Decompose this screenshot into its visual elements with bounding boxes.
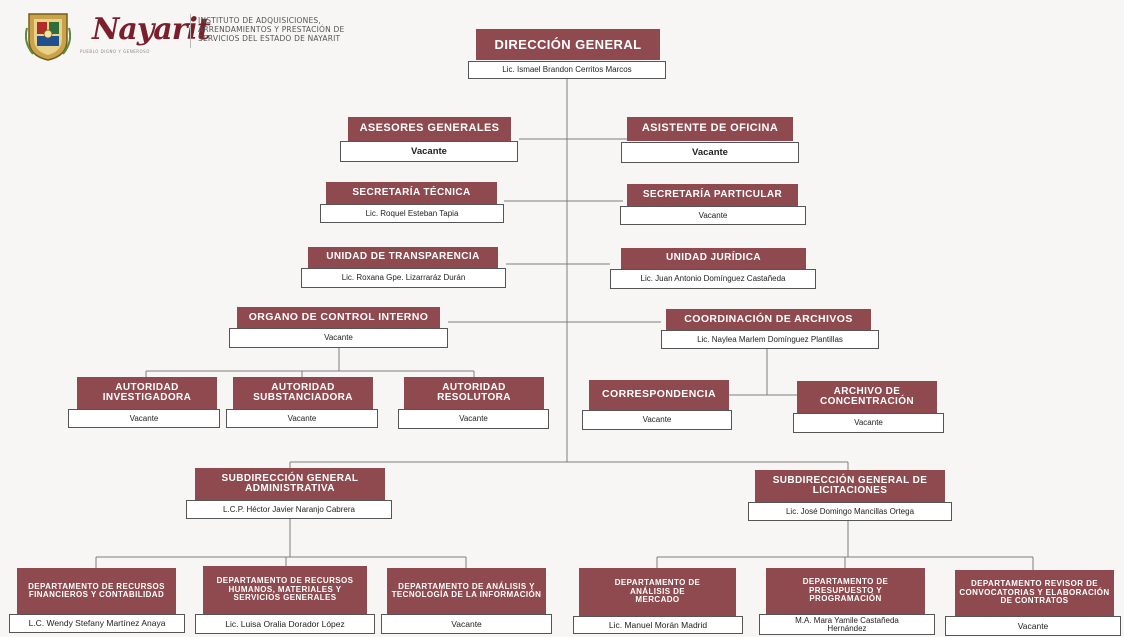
node-title-rec-hum: DEPARTAMENTO DE RECURSOS HUMANOS, MATERI… (203, 566, 367, 614)
node-title-archivos: COORDINACIÓN DE ARCHIVOS (666, 309, 871, 330)
institute-line-2: ARRENDAMIENTOS Y PRESTACIÓN DE (198, 25, 345, 34)
node-title-mercado: DEPARTAMENTO DE ANÁLISIS DE MERCADO (579, 568, 736, 616)
node-title-presupuesto: DEPARTAMENTO DE PRESUPUESTO Y PROGRAMACI… (766, 568, 925, 614)
node-name-concentracion: Vacante (793, 413, 944, 433)
node-title-sub-admin: SUBDIRECCIÓN GENERAL ADMINISTRATIVA (195, 468, 385, 500)
node-name-revisor: Vacante (945, 616, 1121, 636)
node-title-sec-tecnica: SECRETARÍA TÉCNICA (326, 182, 497, 204)
state-crest-icon (24, 8, 72, 62)
node-title-resolutora: AUTORIDAD RESOLUTORA (404, 377, 544, 409)
institute-name: INSTITUTO DE ADQUISICIONES, ARRENDAMIENT… (198, 16, 344, 43)
node-title-investigadora: AUTORIDAD INVESTIGADORA (77, 377, 217, 409)
brand-tagline: PUEBLO DIGNO Y GENEROSO (80, 49, 150, 54)
institute-line-1: INSTITUTO DE ADQUISICIONES, (198, 16, 321, 25)
node-name-asistente: Vacante (621, 142, 799, 163)
node-title-transparencia: UNIDAD DE TRANSPARENCIA (308, 247, 498, 268)
node-name-sec-tecnica: Lic. Roquel Esteban Tapia (320, 204, 504, 223)
node-title-correspondencia: CORRESPONDENCIA (589, 380, 729, 410)
node-title-revisor: DEPARTAMENTO REVISOR DE CONVOCATORIAS Y … (955, 570, 1114, 616)
node-name-sec-particular: Vacante (620, 206, 806, 225)
node-name-rec-fin: L.C. Wendy Stefany Martínez Anaya (9, 614, 185, 633)
node-name-sub-admin: L.C.P. Héctor Javier Naranjo Cabrera (186, 500, 392, 519)
node-name-substanciadora: Vacante (226, 409, 378, 428)
node-title-oci: ORGANO DE CONTROL INTERNO (237, 307, 440, 328)
node-name-asesores: Vacante (340, 141, 518, 162)
node-title-concentracion: ARCHIVO DE CONCENTRACIÓN (797, 381, 937, 413)
node-name-mercado: Lic. Manuel Morán Madrid (573, 616, 743, 634)
node-title-sub-licit: SUBDIRECCIÓN GENERAL DE LICITACIONES (755, 470, 945, 502)
node-name-oci: Vacante (229, 328, 448, 348)
node-name-archivos: Lic. Naylea Marlem Domínguez Plantillas (661, 330, 879, 349)
node-title-substanciadora: AUTORIDAD SUBSTANCIADORA (233, 377, 373, 409)
node-title-asistente: ASISTENTE DE OFICINA (627, 117, 793, 141)
header-divider (190, 14, 191, 48)
institute-line-3: SERVICIOS DEL ESTADO DE NAYARIT (198, 34, 341, 43)
node-name-presupuesto: M.A. Mara Yamile Castañeda Hernández (759, 614, 935, 635)
node-name-sub-licit: Lic. José Domingo Mancillas Ortega (748, 502, 952, 521)
node-name-tic: Vacante (381, 614, 552, 634)
node-name-rec-hum: Lic. Luisa Oralia Dorador López (195, 614, 375, 634)
node-title-asesores: ASESORES GENERALES (348, 117, 511, 141)
node-title-sec-particular: SECRETARÍA PARTICULAR (627, 184, 798, 206)
node-name-correspondencia: Vacante (582, 410, 732, 430)
node-name-resolutora: Vacante (398, 409, 549, 429)
node-name-transparencia: Lic. Roxana Gpe. Lizarraráz Durán (301, 268, 506, 288)
node-title-juridica: UNIDAD JURÍDICA (621, 248, 806, 269)
node-name-juridica: Lic. Juan Antonio Domínguez Castañeda (610, 269, 816, 289)
node-name-dg: Lic. Ismael Brandon Cerritos Marcos (468, 61, 666, 79)
node-title-tic: DEPARTAMENTO DE ANÁLISIS Y TECNOLOGÍA DE… (387, 568, 546, 614)
node-name-investigadora: Vacante (68, 409, 220, 428)
node-title-rec-fin: DEPARTAMENTO DE RECURSOS FINANCIEROS Y C… (17, 568, 176, 614)
node-title-dg: DIRECCIÓN GENERAL (476, 29, 660, 60)
